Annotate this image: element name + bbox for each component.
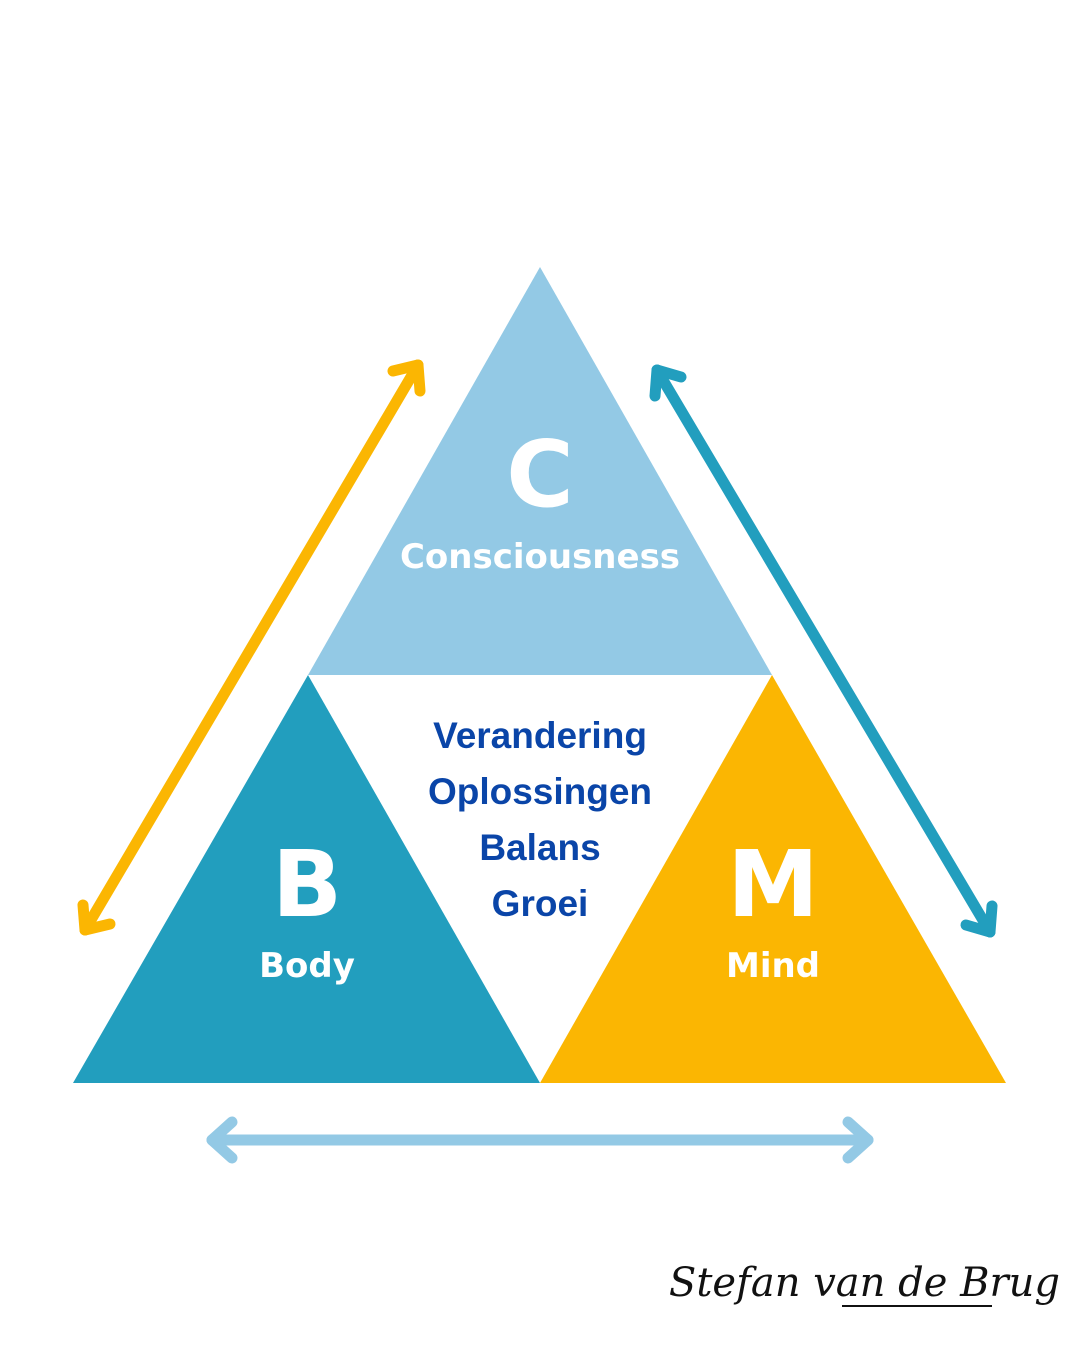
signature: Stefan van de Brug	[669, 1260, 1060, 1307]
arrow-body-mind	[206, 1116, 874, 1164]
center-word-oplossingen: Oplossingen	[428, 771, 652, 812]
mind-label: Mind	[726, 946, 820, 986]
mind-triangle	[540, 675, 1006, 1083]
signature-text: Stefan van de Brug	[669, 1260, 1060, 1306]
consciousness-triangle	[308, 267, 772, 675]
arrow-body-consciousness	[77, 359, 426, 936]
arrow-consciousness-mind	[649, 364, 998, 938]
body-label: Body	[259, 946, 355, 986]
body-triangle	[73, 675, 540, 1083]
center-word-verandering: Verandering	[433, 715, 647, 756]
center-word-balans: Balans	[479, 827, 600, 868]
body-letter: B	[272, 831, 342, 938]
mind-letter: M	[727, 831, 819, 938]
center-word-groei: Groei	[492, 883, 589, 924]
consciousness-letter: C	[506, 421, 574, 528]
consciousness-label: Consciousness	[400, 537, 680, 577]
